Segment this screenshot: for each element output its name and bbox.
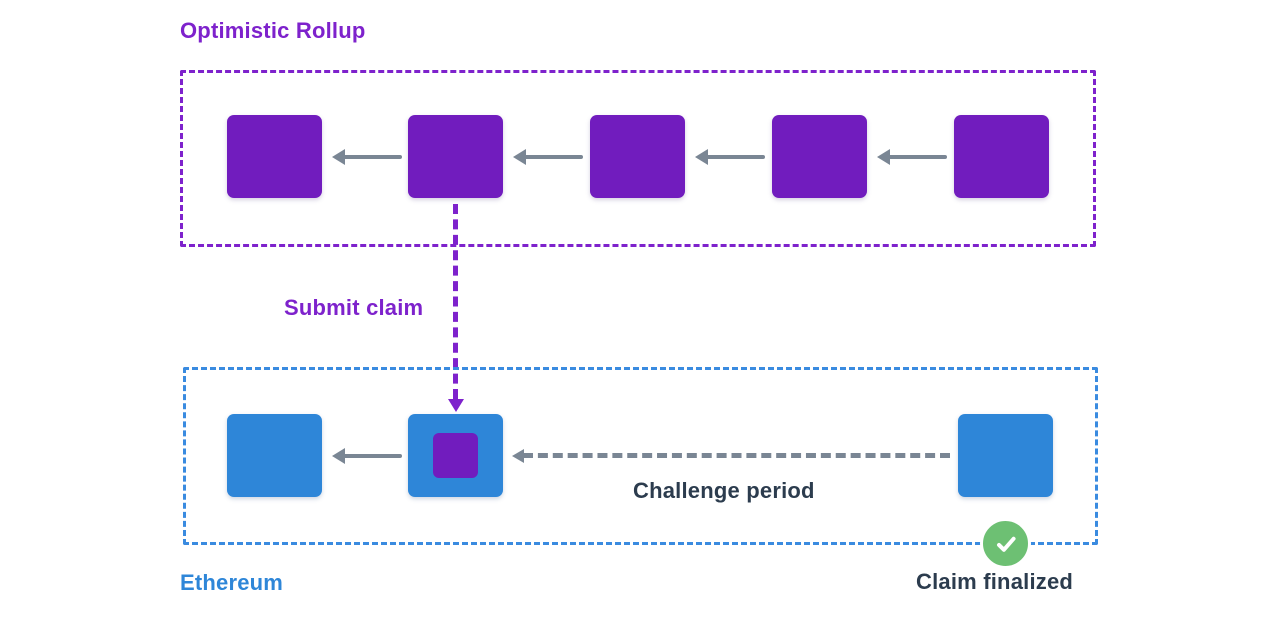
rollup-block-1 — [227, 115, 322, 198]
rollup-title: Optimistic Rollup — [180, 18, 366, 43]
rollup-block-2 — [408, 115, 503, 198]
challenge-period-arrowhead-icon — [512, 449, 524, 463]
chain-link-arrow-icon — [332, 149, 402, 165]
challenge-period-label: Challenge period — [633, 478, 815, 503]
submit-claim-label: Submit claim — [284, 295, 424, 320]
chain-link-arrow-icon — [695, 149, 765, 165]
rollup-block-4 — [772, 115, 867, 198]
ethereum-block-1 — [227, 414, 322, 497]
ethereum-title: Ethereum — [180, 570, 284, 595]
chain-link-arrow-icon — [332, 448, 402, 464]
submit-claim-arrowhead-icon — [448, 399, 464, 412]
challenge-period-arrow-icon — [523, 453, 950, 458]
rollup-block-3 — [590, 115, 685, 198]
rollup-claim-block — [433, 433, 478, 478]
ethereum-block-3 — [958, 414, 1053, 497]
ethereum-block-2 — [408, 414, 503, 497]
rollup-block-5 — [954, 115, 1049, 198]
claim-finalized-label: Claim finalized — [916, 569, 1074, 594]
check-icon — [980, 518, 1031, 569]
ethereum-boundary-box — [183, 367, 1098, 545]
chain-link-arrow-icon — [877, 149, 947, 165]
chain-link-arrow-icon — [513, 149, 583, 165]
submit-claim-arrow-icon — [453, 204, 458, 399]
rollup-boundary-box — [180, 70, 1096, 247]
